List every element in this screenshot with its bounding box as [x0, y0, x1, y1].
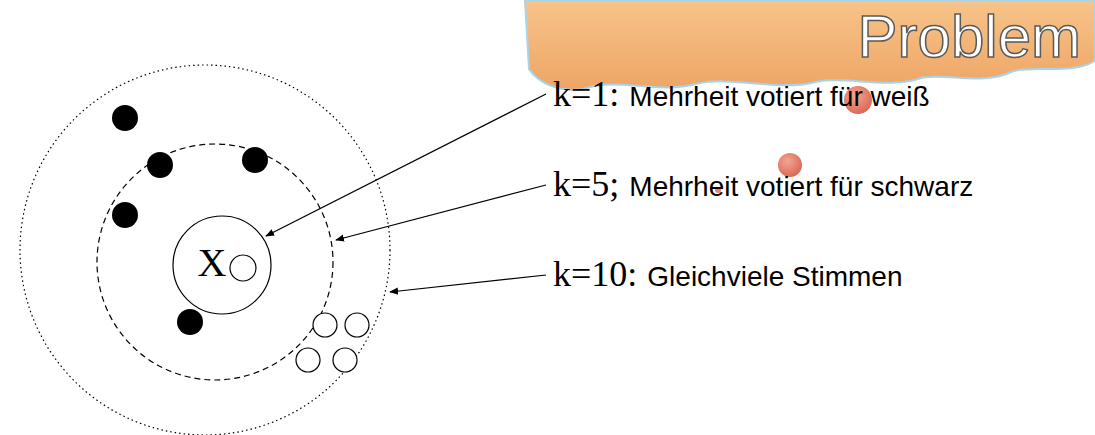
white-point — [313, 313, 337, 337]
k1-circle — [173, 216, 271, 314]
k10-circle — [20, 65, 390, 435]
query-point-label: X — [198, 241, 227, 285]
vote-result: Gleichviele Stimmen — [647, 262, 902, 293]
vote-result: Mehrheit votiert für schwarz — [629, 172, 973, 203]
leader-arrow — [390, 275, 546, 292]
k-value: k=1: — [553, 75, 619, 115]
vote-result: Mehrheit votiert für weiß — [629, 82, 929, 113]
black-point — [112, 202, 138, 228]
leader-arrow — [266, 94, 546, 236]
leader-arrow — [336, 185, 546, 240]
leader-arrows — [266, 94, 546, 292]
white-point — [296, 348, 320, 372]
k5-circle — [97, 144, 333, 380]
black-point — [242, 147, 268, 173]
white-point — [230, 255, 256, 281]
k-value: k=10: — [553, 255, 637, 295]
black-point — [147, 152, 173, 178]
white-point — [345, 313, 369, 337]
query-circle: X — [172, 215, 272, 315]
black-points — [112, 105, 268, 335]
white-point — [333, 348, 357, 372]
slide-title: Problem — [858, 4, 1081, 70]
k-value: k=5; — [553, 165, 619, 205]
black-point — [112, 105, 138, 131]
black-point — [177, 309, 203, 335]
white-points — [230, 255, 369, 372]
